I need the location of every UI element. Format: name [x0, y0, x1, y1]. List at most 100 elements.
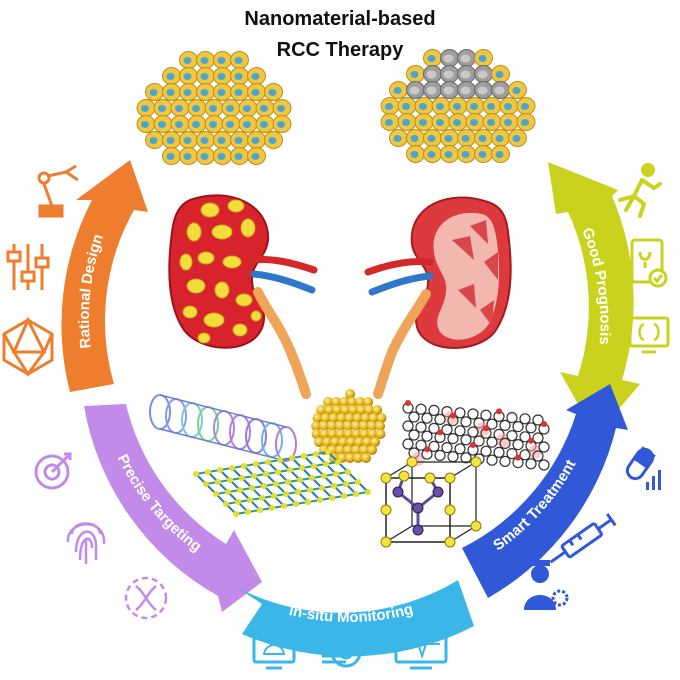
pill-icon: [625, 446, 661, 490]
cell: [508, 81, 527, 99]
cell: [238, 99, 258, 117]
smart-treatment-segment: [462, 384, 628, 598]
cell: [179, 67, 198, 85]
robot-arm-icon: [37, 164, 79, 218]
cell: [187, 115, 207, 133]
tumor-kidney: [168, 194, 318, 399]
gray-cell: [440, 49, 459, 67]
cell: [389, 129, 408, 147]
gray-cell: [457, 65, 476, 83]
cell: [423, 145, 442, 163]
gray-cell: [423, 81, 442, 99]
cell: [196, 51, 215, 69]
cell: [474, 49, 493, 67]
precise-targeting-segment: [84, 404, 262, 612]
cell: [230, 147, 249, 165]
cell: [499, 113, 519, 131]
cell: [213, 83, 232, 101]
cell: [448, 97, 468, 115]
cell: [389, 81, 408, 99]
cell: [482, 113, 502, 131]
dna-icon: [124, 576, 168, 620]
cell: [255, 99, 275, 117]
cell: [440, 129, 459, 147]
good-prognosis-segment: [548, 162, 640, 436]
cell: [136, 99, 156, 117]
cell: [406, 65, 425, 83]
cell: [179, 131, 198, 149]
cell: [221, 99, 241, 117]
title-line-2: RCC Therapy: [276, 39, 404, 61]
cell: [516, 97, 536, 115]
cell: [230, 131, 249, 149]
cell: [170, 115, 190, 133]
cell: [230, 51, 249, 69]
cell: [170, 99, 190, 117]
cell: [272, 115, 292, 133]
running-person-icon: [618, 163, 662, 218]
cell: [499, 97, 519, 115]
cell: [414, 97, 434, 115]
cell: [162, 147, 181, 165]
cell: [255, 115, 275, 133]
cell: [431, 113, 451, 131]
rational-design-segment: [61, 160, 148, 392]
cell: [238, 115, 258, 133]
cell: [247, 147, 266, 165]
cell: [179, 51, 198, 69]
cell: [474, 145, 493, 163]
cell: [516, 113, 536, 131]
cell: [482, 97, 502, 115]
fingerprint-icon: [66, 522, 106, 564]
sliders-icon: [6, 244, 50, 290]
cell: [153, 99, 173, 117]
cell: [213, 51, 232, 69]
gray-cell: [457, 81, 476, 99]
cell: [247, 67, 266, 85]
figure-title: Nanomaterial-based RCC Therapy: [0, 4, 680, 66]
tumor-cell-cluster: [136, 51, 292, 165]
cell: [380, 97, 400, 115]
cell: [213, 67, 232, 85]
cell: [406, 129, 425, 147]
cell: [162, 83, 181, 101]
cell: [196, 131, 215, 149]
cell: [145, 131, 164, 149]
cell: [264, 131, 283, 149]
cell: [136, 115, 156, 133]
cell: [196, 147, 215, 165]
gray-cell: [406, 81, 425, 99]
cell: [423, 49, 442, 67]
cell: [491, 145, 510, 163]
cycle-ring: [61, 160, 640, 657]
ecg-monitor-icon: [394, 626, 448, 670]
carbon-nanotube: [149, 394, 297, 462]
cell: [196, 83, 215, 101]
cell: [187, 99, 207, 117]
cell: [179, 83, 198, 101]
cell: [247, 131, 266, 149]
cell: [247, 83, 266, 101]
cell: [406, 145, 425, 163]
cell: [230, 83, 249, 101]
cell: [153, 115, 173, 133]
kidney-screen-icon: [628, 316, 670, 354]
cell: [196, 67, 215, 85]
cell: [457, 129, 476, 147]
cell: [423, 129, 442, 147]
cell: [397, 113, 417, 131]
target-icon: [34, 452, 72, 490]
doctor-icon: [524, 560, 569, 610]
healthy-cell-cluster: [380, 49, 536, 163]
cell: [272, 99, 292, 117]
cell: [204, 115, 224, 133]
cell: [162, 131, 181, 149]
cell: [179, 147, 198, 165]
cell: [465, 97, 485, 115]
cell: [204, 99, 224, 117]
gray-cell: [491, 81, 510, 99]
gray-cell: [440, 65, 459, 83]
gold-nanoparticle: [311, 389, 387, 463]
cell: [397, 97, 417, 115]
